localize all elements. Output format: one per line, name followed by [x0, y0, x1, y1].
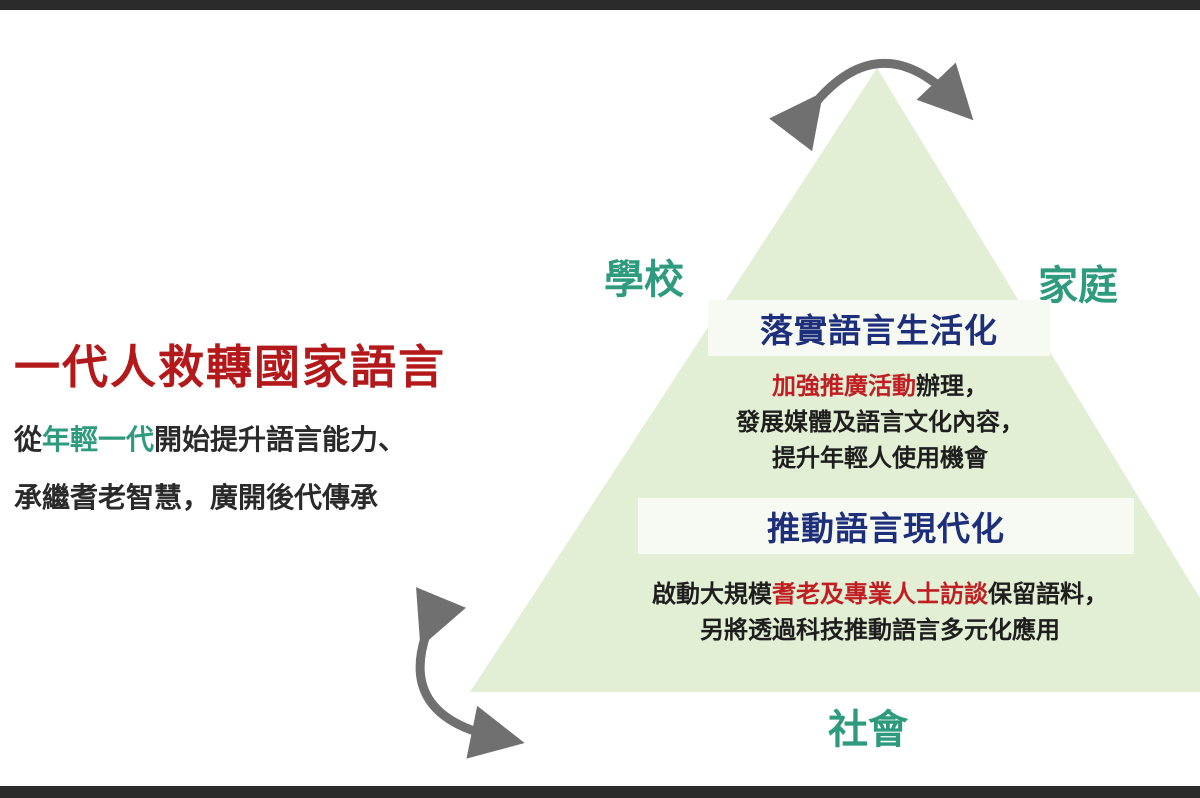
- section2-highlight: 耆老及專業人士訪談: [772, 580, 988, 608]
- slide-title: 一代人救轉國家語言: [14, 340, 446, 394]
- section2-body: 啟動大規模耆老及專業人士訪談保留語料， 另將透過科技推動語言多元化應用: [560, 576, 1200, 648]
- section1-line-1-rest: 辦理，: [916, 372, 988, 400]
- section1-line-1: 加強推廣活動辦理，: [660, 368, 1100, 404]
- slide: 一代人救轉國家語言 從年輕一代開始提升語言能力、 承繼耆老智慧，廣開後代傳承 學…: [0, 10, 1200, 786]
- description-highlight: 年輕一代: [42, 423, 155, 456]
- description-line-1: 從年輕一代開始提升語言能力、: [14, 422, 406, 458]
- corner-label-school: 學校: [604, 257, 684, 303]
- section1-line-2: 發展媒體及語言文化內容，: [736, 408, 1024, 436]
- section2-line-1: 啟動大規模耆老及專業人士訪談保留語料，: [560, 576, 1200, 612]
- left-curved-arrow-icon: [415, 587, 525, 759]
- corner-label-family: 家庭: [1038, 263, 1118, 309]
- section2-line-1-prefix: 啟動大規模: [652, 580, 772, 608]
- section2-line-2: 另將透過科技推動語言多元化應用: [700, 616, 1060, 644]
- description-line-2: 承繼耆老智慧，廣開後代傳承: [14, 481, 379, 514]
- section1-line-3: 提升年輕人使用機會: [772, 444, 988, 472]
- section1-highlight: 加強推廣活動: [772, 372, 916, 400]
- section2-line-1-suffix: 保留語料，: [988, 580, 1108, 608]
- section1-body: 加強推廣活動辦理， 發展媒體及語言文化內容， 提升年輕人使用機會: [660, 368, 1100, 476]
- description-prefix: 從: [14, 423, 43, 456]
- section2-heading: 推動語言現代化: [638, 498, 1134, 554]
- description-suffix: 開始提升語言能力、: [154, 423, 407, 456]
- corner-label-society: 社會: [828, 707, 908, 753]
- section1-heading: 落實語言生活化: [708, 300, 1050, 356]
- top-curved-arrow-icon: [769, 58, 974, 152]
